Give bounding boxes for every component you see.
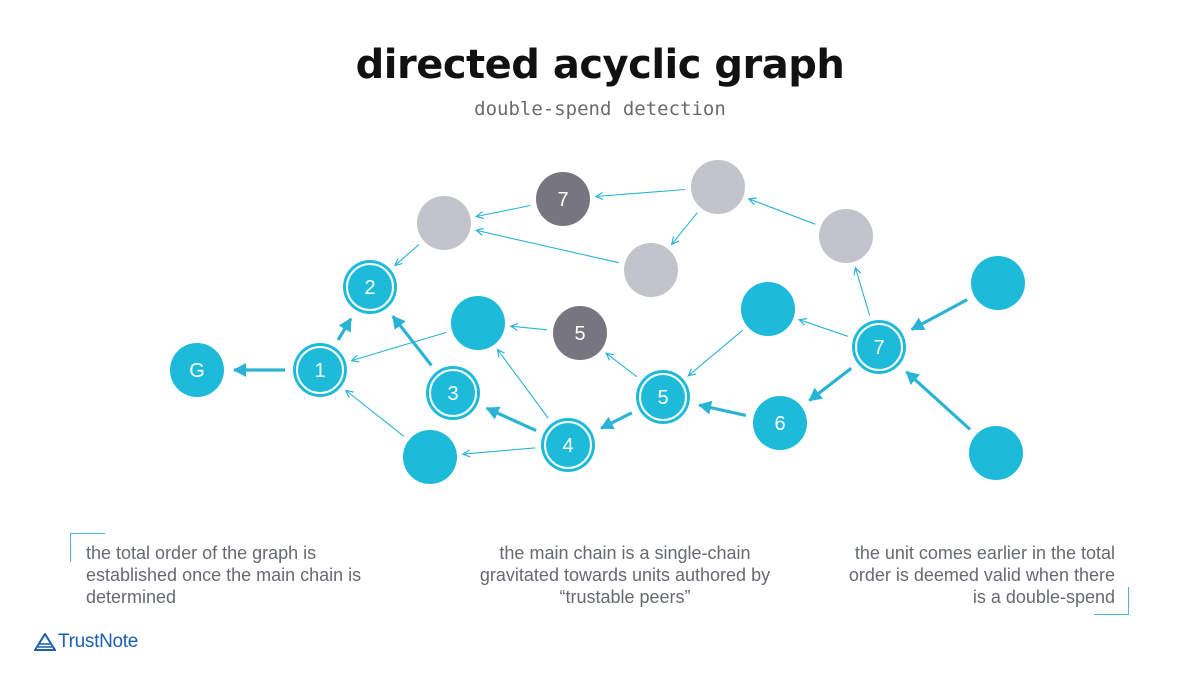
node-n7: 7 bbox=[852, 320, 906, 374]
reference-arrow bbox=[496, 348, 549, 419]
node-tE bbox=[969, 426, 1023, 480]
node-label: G bbox=[189, 360, 205, 382]
node-circle bbox=[741, 282, 795, 336]
node-circle bbox=[451, 296, 505, 350]
node-circle bbox=[417, 196, 471, 250]
caption-left-line: established once the main chain is bbox=[86, 565, 362, 585]
node-label: 4 bbox=[562, 435, 573, 457]
node-n4: 4 bbox=[541, 418, 595, 472]
edges-layer bbox=[233, 188, 972, 458]
node-gC bbox=[691, 160, 745, 214]
node-ring bbox=[639, 373, 687, 421]
reference-arrow bbox=[747, 197, 816, 225]
caption-bracket-bottom-right bbox=[1094, 587, 1129, 615]
node-label: 2 bbox=[364, 277, 375, 299]
node-ring bbox=[544, 421, 592, 469]
reference-arrow bbox=[594, 188, 686, 200]
main-chain-arrow bbox=[698, 400, 747, 417]
node-gA bbox=[417, 196, 471, 250]
caption-middle-line: the main chain is a single-chain bbox=[499, 543, 751, 563]
main-chain-arrow bbox=[600, 411, 633, 430]
node-circle bbox=[403, 430, 457, 484]
node-circle bbox=[624, 243, 678, 297]
node-n3: 3 bbox=[426, 366, 480, 420]
caption-right: the unit comes earlier in the total orde… bbox=[790, 542, 1115, 608]
node-circle bbox=[852, 320, 906, 374]
node-n1: 1 bbox=[293, 343, 347, 397]
node-G: G bbox=[170, 343, 224, 397]
main-chain-arrow bbox=[905, 370, 972, 431]
main-chain-arrow bbox=[485, 406, 537, 433]
node-label: 5 bbox=[657, 387, 668, 409]
main-chain-arrow bbox=[336, 317, 353, 341]
node-circle bbox=[969, 426, 1023, 480]
trustnote-logo-icon bbox=[34, 633, 56, 651]
node-circle bbox=[343, 260, 397, 314]
node-ring bbox=[855, 323, 903, 371]
node-circle bbox=[971, 256, 1025, 310]
caption-middle-line: gravitated towards units authored by bbox=[479, 565, 771, 585]
node-circle bbox=[553, 306, 607, 360]
node-label: 7 bbox=[557, 189, 568, 211]
node-label: 1 bbox=[314, 360, 325, 382]
node-d5: 5 bbox=[553, 306, 607, 360]
caption-left-line: the total order of the graph is bbox=[86, 543, 317, 563]
page-title: directed acyclic graph bbox=[355, 42, 845, 88]
node-n2: 2 bbox=[343, 260, 397, 314]
node-label: 3 bbox=[447, 383, 458, 405]
reference-arrow bbox=[687, 329, 744, 377]
node-tB bbox=[403, 430, 457, 484]
reference-arrow bbox=[853, 266, 871, 316]
main-chain-arrow bbox=[391, 315, 433, 367]
caption-bracket-top-left bbox=[70, 533, 105, 562]
node-n5: 5 bbox=[636, 370, 690, 424]
reference-arrow bbox=[461, 447, 536, 458]
caption-left: the total order of the graph is establis… bbox=[86, 542, 416, 608]
node-circle bbox=[170, 343, 224, 397]
node-ring bbox=[429, 369, 477, 417]
node-circle bbox=[536, 172, 590, 226]
reference-arrow bbox=[605, 352, 638, 378]
reference-arrow bbox=[797, 318, 848, 337]
node-gB bbox=[624, 243, 678, 297]
reference-arrow bbox=[350, 331, 447, 363]
caption-right-line: order is deemed valid when there bbox=[848, 565, 1115, 585]
caption-middle: the main chain is a single-chain gravita… bbox=[440, 542, 810, 608]
main-chain-arrow bbox=[910, 298, 968, 331]
logo-text: TrustNote bbox=[58, 631, 139, 652]
node-circle bbox=[541, 418, 595, 472]
page-subtitle: double-spend detection bbox=[474, 98, 726, 120]
caption-right-line: is a double-spend bbox=[972, 587, 1115, 607]
reference-arrow bbox=[474, 227, 619, 264]
node-ring bbox=[296, 346, 344, 394]
node-circle bbox=[691, 160, 745, 214]
reference-arrow bbox=[509, 322, 548, 331]
node-ring bbox=[346, 263, 394, 311]
node-tA bbox=[451, 296, 505, 350]
reference-arrow bbox=[670, 212, 698, 246]
caption-middle-line: “trustable peers” bbox=[559, 587, 691, 607]
node-d7: 7 bbox=[536, 172, 590, 226]
node-circle bbox=[753, 396, 807, 450]
nodes-layer: G 1 2 3 4 5 6 7 5 7 bbox=[170, 160, 1025, 484]
caption-left-line: determined bbox=[86, 587, 177, 607]
node-n6: 6 bbox=[753, 396, 807, 450]
main-chain-arrow bbox=[808, 367, 853, 402]
node-circle bbox=[293, 343, 347, 397]
node-tD bbox=[971, 256, 1025, 310]
caption-right-line: the unit comes earlier in the total bbox=[854, 543, 1115, 563]
brand-logo: TrustNote bbox=[34, 630, 138, 654]
node-gD bbox=[819, 209, 873, 263]
reference-arrow bbox=[474, 204, 531, 220]
node-circle bbox=[819, 209, 873, 263]
reference-arrow bbox=[393, 244, 420, 267]
node-circle bbox=[636, 370, 690, 424]
node-tC bbox=[741, 282, 795, 336]
node-label: 7 bbox=[873, 337, 884, 359]
node-label: 6 bbox=[774, 413, 785, 435]
reference-arrow bbox=[344, 389, 405, 437]
node-label: 5 bbox=[574, 323, 585, 345]
node-circle bbox=[426, 366, 480, 420]
